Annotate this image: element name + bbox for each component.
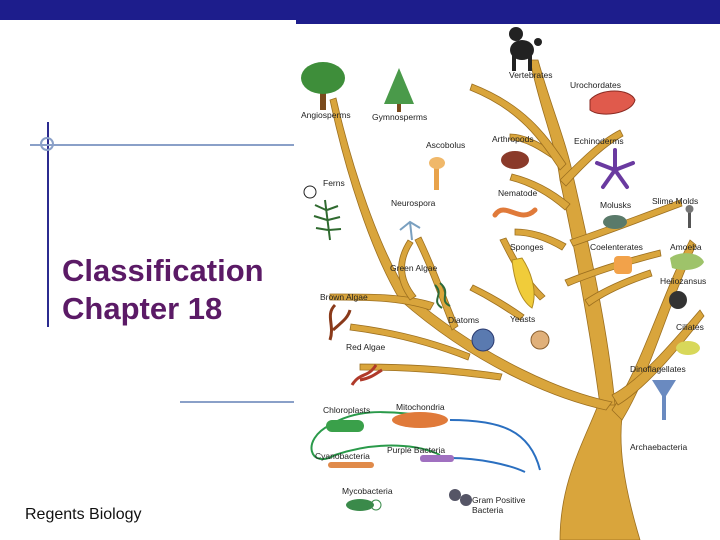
- label-ciliates: Ciliates: [676, 322, 704, 332]
- label-bacteria: Bacteria: [472, 505, 503, 515]
- mitochondria-icon: [392, 412, 448, 428]
- decorative-vertical-line: [47, 122, 49, 327]
- slide-title: Classification Chapter 18: [62, 252, 264, 328]
- slide-title-line1: Classification: [62, 253, 264, 288]
- urochordate-icon: [589, 90, 636, 115]
- label-arthropods: Arthropods: [492, 134, 534, 144]
- label-red-algae: Red Algae: [346, 342, 385, 352]
- label-archaebacteria: Archaebacteria: [630, 442, 687, 452]
- label-ferns: Ferns: [323, 178, 345, 188]
- organism-illustrations: [301, 27, 704, 511]
- gymnosperm-tree-icon: [384, 68, 414, 112]
- amoeba-icon: [670, 253, 704, 270]
- slide-top-bar: [0, 0, 720, 20]
- label-angiosperms: Angiosperms: [301, 110, 351, 120]
- label-mitochondria: Mitochondria: [396, 402, 445, 412]
- echinoderm-icon: [595, 148, 635, 189]
- label-slime-molds: Slime Molds: [652, 196, 698, 206]
- label-chloroplasts: Chloroplasts: [323, 405, 370, 415]
- diatom-icon: [471, 328, 495, 352]
- label-dinoflagellates: Dinoflagellates: [630, 364, 686, 374]
- slide-title-line2: Chapter 18: [62, 291, 223, 326]
- label-sponges: Sponges: [510, 242, 544, 252]
- tree-of-life-diagram: Vertebrates Urochordates Angiosperms Gym…: [301, 27, 706, 540]
- label-coelenterates: Coelenterates: [590, 242, 643, 252]
- heliozoan-icon: [669, 291, 687, 309]
- label-yeasts: Yeasts: [510, 314, 535, 324]
- label-diatoms: Diatoms: [448, 315, 479, 325]
- ascobolus-icon: [429, 157, 445, 190]
- label-mycobacteria: Mycobacteria: [342, 486, 393, 496]
- label-urochordates: Urochordates: [570, 80, 621, 90]
- brown-algae-icon: [328, 303, 352, 341]
- coelenterate-icon: [614, 256, 632, 274]
- sponge-icon: [511, 257, 535, 309]
- cyanobacteria-icon: [328, 462, 374, 468]
- diagram-labels: Vertebrates Urochordates Angiosperms Gym…: [301, 70, 706, 515]
- label-amoeba: Amoeba: [670, 242, 702, 252]
- tree-trunk-and-branches: [329, 59, 705, 540]
- vertebrate-dog-icon: [509, 27, 542, 71]
- decorative-lower-line: [180, 401, 294, 403]
- label-green-algae: Green Algae: [390, 263, 438, 273]
- label-nematode: Nematode: [498, 188, 537, 198]
- chloroplast-icon: [326, 420, 364, 432]
- decorative-crosshair-circle: [40, 137, 54, 151]
- label-cyanobacteria: Cyanobacteria: [315, 451, 370, 461]
- purple-bacteria-icon: [420, 455, 454, 462]
- label-molusks: Molusks: [600, 200, 631, 210]
- mycobacteria-icon: [346, 499, 382, 511]
- angiosperm-tree-icon: [301, 62, 345, 110]
- nematode-icon: [492, 207, 538, 218]
- decorative-horizontal-line: [30, 144, 294, 146]
- label-ascobolus: Ascobolus: [426, 140, 465, 150]
- ciliate-icon: [676, 341, 700, 355]
- red-algae-icon: [350, 364, 383, 386]
- neurospora-icon: [399, 220, 421, 241]
- arthropod-icon: [501, 151, 529, 169]
- molusk-icon: [603, 215, 627, 229]
- label-gram-positive: Gram Positive: [472, 495, 526, 505]
- green-algae-icon: [434, 282, 451, 309]
- label-vertebrates: Vertebrates: [509, 70, 552, 80]
- gram-positive-icon: [449, 489, 472, 506]
- slide-top-bar-extension: [296, 20, 720, 24]
- slide-footer: Regents Biology: [25, 506, 142, 523]
- yeast-icon: [530, 330, 550, 350]
- label-gymnosperms: Gymnosperms: [372, 112, 427, 122]
- label-neurospora: Neurospora: [391, 198, 436, 208]
- label-echinoderms: Echinoderms: [574, 136, 624, 146]
- fern-icon: [303, 185, 342, 241]
- label-heliozansus: Heliozansus: [660, 276, 706, 286]
- slime-mold-icon: [685, 205, 694, 228]
- label-brown-algae: Brown Algae: [320, 292, 368, 302]
- label-purple-bacteria: Purple Bacteria: [387, 445, 445, 455]
- dinoflagellate-icon: [652, 380, 676, 420]
